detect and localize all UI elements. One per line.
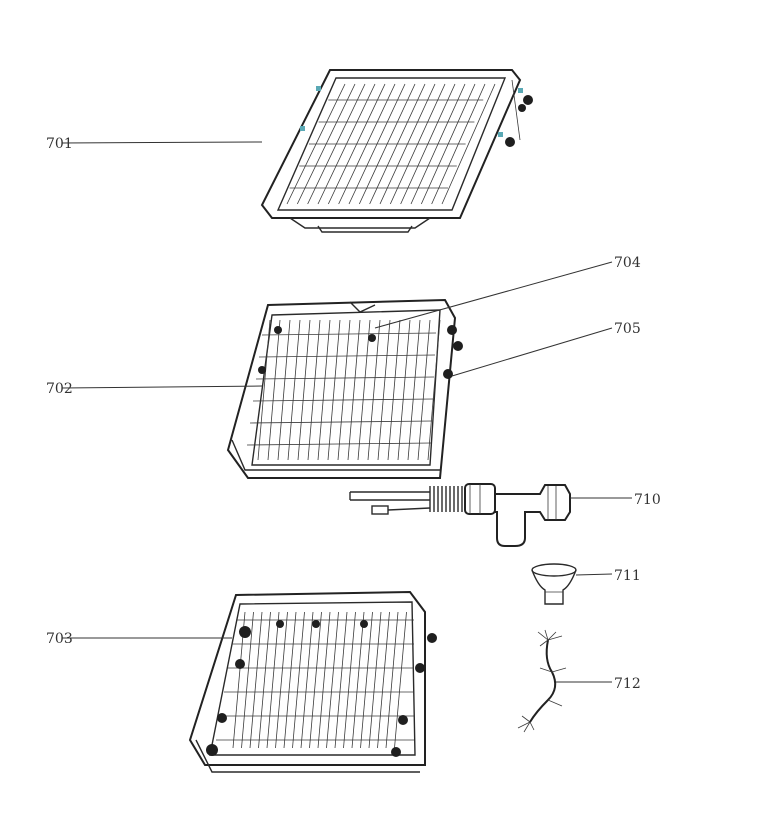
wheel-icon — [391, 747, 401, 757]
part-label-704: 704 — [614, 255, 641, 271]
wheel-icon — [368, 334, 376, 342]
wheel-icon — [453, 341, 463, 351]
wheel-icon — [276, 620, 284, 628]
part-label-703: 703 — [46, 631, 73, 647]
wheel-icon — [239, 626, 251, 638]
clip-icon — [300, 126, 305, 131]
part-label-702: 702 — [46, 381, 73, 397]
part-label-705: 705 — [614, 321, 641, 337]
basket-wires — [216, 611, 414, 749]
wheel-icon — [505, 137, 515, 147]
tray-slats — [286, 83, 496, 205]
wheel-icon — [415, 663, 425, 673]
leader-702 — [61, 385, 263, 389]
clip-icon — [316, 86, 321, 91]
leader-711 — [575, 573, 613, 576]
cutlery-tray-701 — [260, 69, 533, 233]
part-label-701: 701 — [46, 136, 73, 152]
clip-icon — [518, 88, 523, 93]
wiring-harness-712 — [517, 629, 567, 733]
part-label-711: 711 — [614, 568, 641, 584]
clip-icon — [498, 132, 503, 137]
lower-basket-703 — [188, 590, 437, 773]
leader-701 — [61, 141, 263, 144]
leader-705 — [451, 327, 613, 377]
basket-wires — [246, 319, 441, 461]
wheel-icon — [443, 369, 453, 379]
wheel-icon — [274, 326, 282, 334]
wheel-icon — [235, 659, 245, 669]
wheel-icon — [518, 104, 526, 112]
cap-711 — [531, 563, 577, 605]
wheel-icon — [360, 620, 368, 628]
upper-basket-702 — [226, 298, 463, 479]
wheel-icon — [312, 620, 320, 628]
hose-ribs — [429, 486, 463, 512]
wheel-icon — [258, 366, 266, 374]
wheel-icon — [398, 715, 408, 725]
wheel-icon — [447, 325, 457, 335]
wheel-icon — [206, 744, 218, 756]
leader-704 — [374, 261, 613, 329]
part-label-710: 710 — [634, 492, 661, 508]
wheel-icon — [217, 713, 227, 723]
wheel-icon — [523, 95, 533, 105]
wheel-icon — [427, 633, 437, 643]
spray-connector-710 — [349, 483, 571, 547]
part-label-712: 712 — [614, 676, 641, 692]
